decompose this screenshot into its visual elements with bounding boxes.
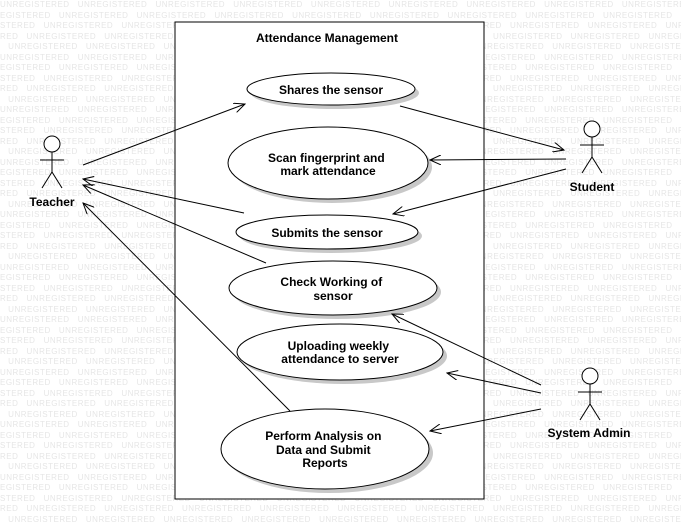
svg-text:Submits the sensor: Submits the sensor xyxy=(271,226,383,240)
analysis-to-teacher xyxy=(83,203,291,412)
use-case-scan-line-2: mark attendance xyxy=(280,164,376,178)
svg-text:Uploading weekly attenda: Uploading weekly attendance to server xyxy=(281,339,399,366)
admin-to-check xyxy=(392,314,542,386)
use-case-shares-line-1: Shares the sensor xyxy=(279,83,383,97)
student-to-submits xyxy=(393,168,567,214)
use-case-scan-line-1: Scan fingerprint and xyxy=(268,151,385,165)
svg-text:Scan fingerprint and mar: Scan fingerprint and mark attendance xyxy=(268,151,388,178)
use-case-analysis-line-3: Reports xyxy=(302,456,348,470)
admin-to-analysis xyxy=(430,408,542,431)
actor-system-admin[interactable]: System Admin xyxy=(548,367,631,440)
use-case-analysis-line-2: Data and Submit xyxy=(276,443,371,457)
use-case-check-line-2: sensor xyxy=(313,289,353,303)
svg-text:Check Working of sensor: Check Working of sensor xyxy=(280,275,385,303)
shares-to-student xyxy=(399,105,564,150)
use-case-check-sensor[interactable]: Check Working of sensor xyxy=(228,260,441,319)
associations xyxy=(82,104,567,431)
system-title: Attendance Management xyxy=(256,31,398,45)
svg-text:Shares the sensor: Shares the sensor xyxy=(279,83,383,97)
actor-student-label: Student xyxy=(570,180,615,194)
use-case-submits-sensor[interactable]: Submits the sensor xyxy=(235,214,422,253)
submits-to-teacher xyxy=(83,179,245,214)
use-case-shares-sensor[interactable]: Shares the sensor xyxy=(246,72,419,109)
use-case-submits-line-1: Submits the sensor xyxy=(271,226,383,240)
actor-student[interactable]: Student xyxy=(570,120,615,194)
actor-teacher[interactable]: Teacher xyxy=(29,135,75,209)
check-to-teacher xyxy=(83,185,267,264)
actor-admin-label: System Admin xyxy=(548,426,631,440)
actor-teacher-label: Teacher xyxy=(29,195,74,209)
student-to-scan xyxy=(430,159,567,160)
admin-to-upload xyxy=(447,373,542,394)
use-case-check-line-1: Check Working of xyxy=(280,275,383,289)
teacher-to-shares xyxy=(82,104,245,166)
stick-figure-icon xyxy=(580,120,604,174)
use-case-upload-line-1: Uploading weekly xyxy=(288,339,390,353)
use-case-analysis-line-1: Perform Analysis on xyxy=(265,429,381,443)
svg-text:Perform Analysis on Data: Perform Analysis on Data and Submit Repo… xyxy=(265,429,385,470)
use-case-upload-attendance[interactable]: Uploading weekly attendance to server xyxy=(236,323,447,384)
use-case-perform-analysis[interactable]: Perform Analysis on Data and Submit Repo… xyxy=(220,408,433,493)
stick-figure-icon xyxy=(578,367,602,421)
stick-figure-icon xyxy=(40,135,64,189)
use-case-upload-line-2: attendance to server xyxy=(281,352,399,366)
use-case-scan-fingerprint[interactable]: Scan fingerprint and mark attendance xyxy=(227,126,432,203)
